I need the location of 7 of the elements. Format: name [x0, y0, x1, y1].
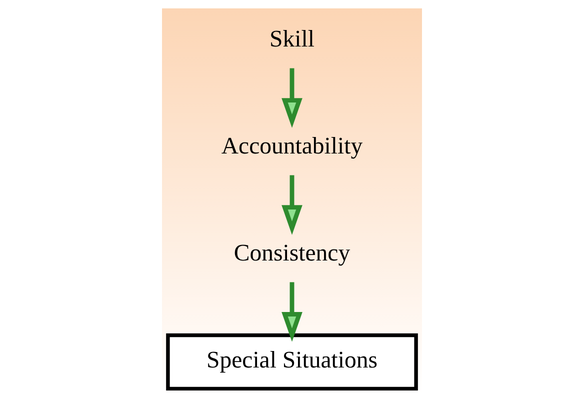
arrow — [281, 175, 302, 235]
arrow — [281, 282, 302, 342]
node-text: Consistency — [233, 240, 350, 267]
arrow — [281, 68, 302, 128]
node-text: Accountability — [220, 134, 362, 160]
node-text: Skill — [269, 26, 314, 53]
node-box: Special Situations — [166, 333, 418, 391]
